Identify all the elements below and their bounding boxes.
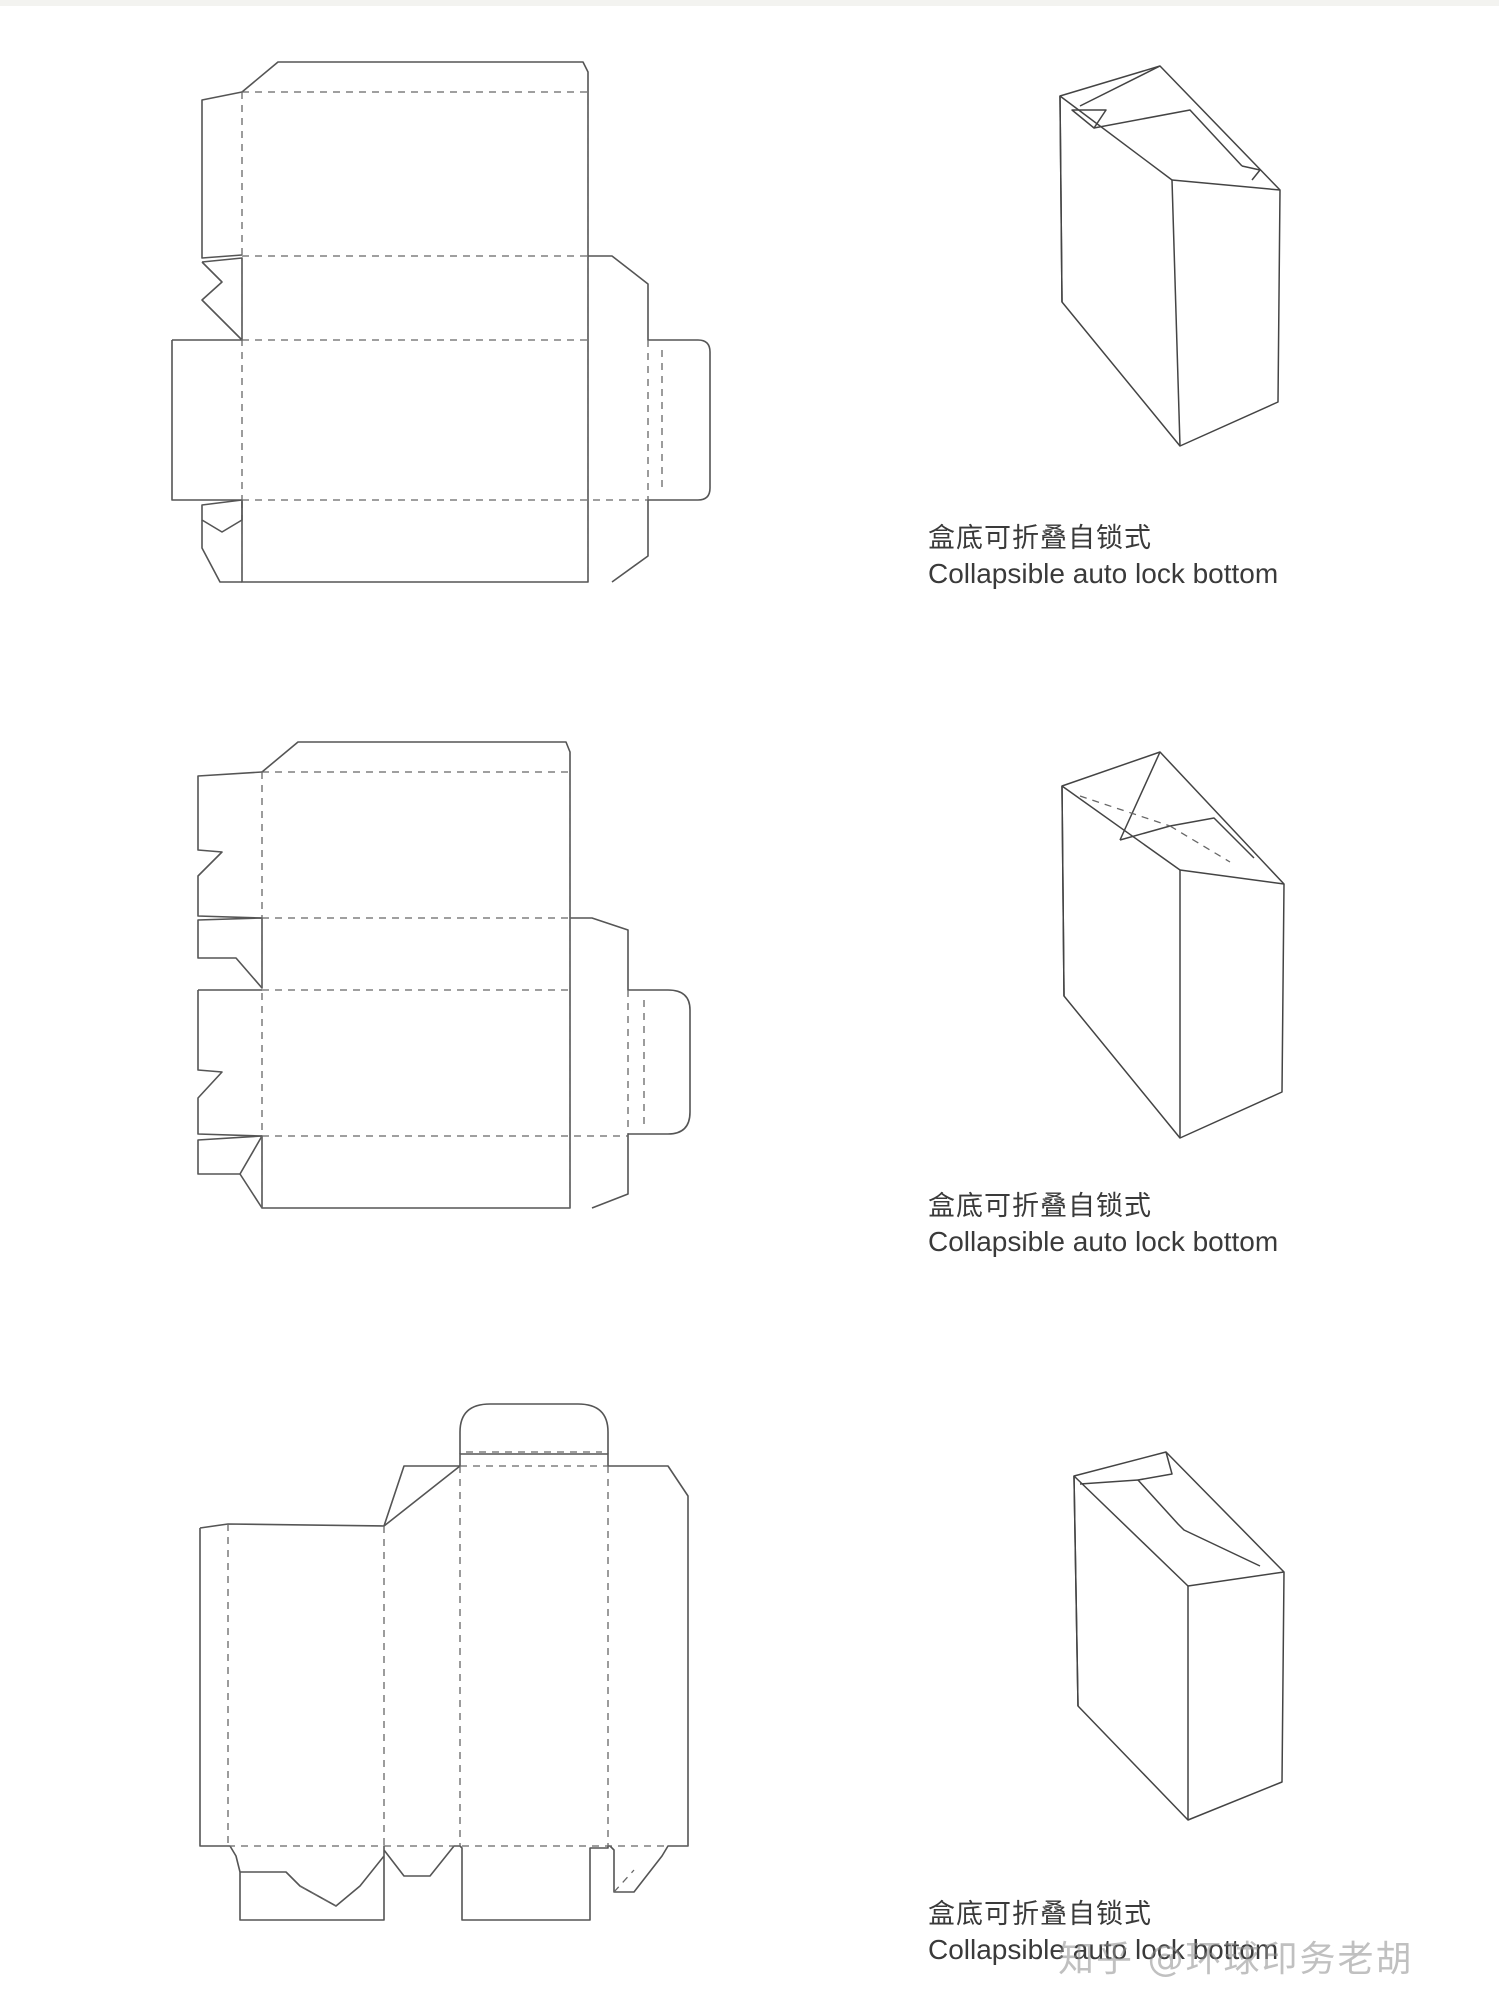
dieline-3-tuck-flap	[459, 1403, 609, 1454]
box-1-outline	[1059, 65, 1281, 447]
caption-3-en: Collapsible auto lock bottom	[928, 1934, 1279, 1965]
box-3-top-front-edge	[1073, 1475, 1189, 1587]
caption-2-en: Collapsible auto lock bottom	[928, 1226, 1279, 1257]
box-2-flap-a	[1119, 751, 1161, 841]
box-1-flap-b	[1093, 109, 1243, 167]
box-2-fold-b	[1169, 825, 1231, 863]
box-1-3d	[1059, 65, 1281, 447]
box-3-3d	[1073, 1451, 1285, 1821]
dieline-3-fold-lock-a	[299, 1885, 337, 1907]
box-1-lock-right	[1241, 165, 1261, 181]
dieline-3-fold-lock-b	[613, 1869, 635, 1893]
dieline-2-body	[197, 917, 691, 1209]
box-2-top-front-edge	[1061, 785, 1181, 871]
dieline-3-upper-flaps	[383, 1465, 689, 1527]
dieline-1-left-lock-upper	[201, 257, 243, 341]
box-3-seam	[1079, 1479, 1261, 1567]
dieline-2-left-comb-upper	[197, 771, 263, 919]
box-2-flap-b	[1119, 817, 1255, 859]
dieline-1-top-panel	[241, 61, 589, 256]
dieline-2-left-lock-upper	[197, 917, 263, 989]
dieline-1-left-lock-lower	[201, 499, 243, 533]
dieline-3-outline	[199, 1453, 689, 1921]
box-3-front-left-edge	[1073, 1475, 1079, 1707]
dieline-1-left-dust-flap	[201, 91, 243, 259]
dieline-2-left-lock-lower	[197, 1135, 263, 1175]
dieline-1	[171, 61, 711, 583]
box-3-flap	[1137, 1451, 1173, 1481]
caption-1-en: Collapsible auto lock bottom	[928, 558, 1279, 589]
watermark: 知乎 @环球印务老胡	[1058, 1939, 1414, 1980]
caption-3-zh: 盒底可折叠自锁式	[928, 1899, 1152, 1930]
box-1-front-right-edge	[1171, 179, 1181, 447]
caption-1-zh: 盒底可折叠自锁式	[928, 523, 1152, 554]
dieline-2	[197, 741, 691, 1209]
dieline-2-bottom-corner	[239, 1173, 263, 1209]
box-2-fold-a	[1079, 795, 1171, 827]
box-1-lock-left	[1071, 109, 1107, 129]
dieline-2-top-panel	[261, 741, 571, 918]
caption-1: 盒底可折叠自锁式 Collapsible auto lock bottom	[928, 522, 1278, 592]
box-1-flap-a	[1079, 65, 1161, 107]
box-2-3d	[1061, 751, 1285, 1139]
box-1-top-front-edge	[1059, 95, 1173, 181]
caption-3: 盒底可折叠自锁式 Collapsible auto lock bottom	[928, 1898, 1278, 1968]
dieline-3	[199, 1403, 689, 1921]
box-3-top-right-edge	[1187, 1571, 1285, 1587]
box-2-top-right-edge	[1179, 869, 1285, 885]
box-1-front-left-edge	[1059, 95, 1063, 303]
box-1-top-right-edge	[1171, 179, 1281, 191]
dieline-1-bottom-corner	[201, 520, 242, 583]
box-2-front-left-edge	[1061, 785, 1065, 997]
caption-2: 盒底可折叠自锁式 Collapsible auto lock bottom	[928, 1190, 1278, 1260]
top-border-strip	[0, 0, 1499, 6]
dieline-1-body	[171, 255, 711, 583]
caption-2-zh: 盒底可折叠自锁式	[928, 1191, 1152, 1222]
